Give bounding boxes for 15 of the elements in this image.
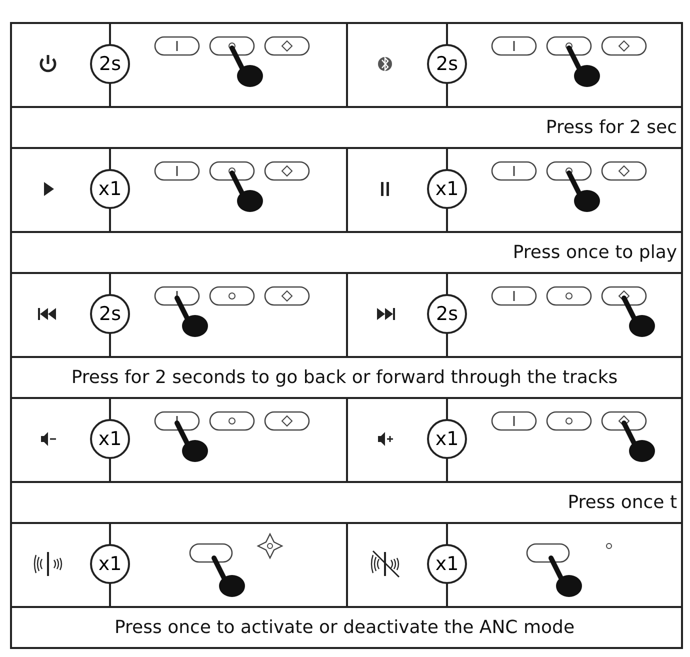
instruction-text: Press once to play — [512, 242, 677, 263]
count-circle: x1 — [427, 419, 467, 459]
count-circle: x1 — [427, 544, 467, 584]
count-circle: 2s — [427, 294, 467, 334]
instruction-text: Press for 2 seconds to go back or forward through the tracks — [71, 367, 618, 388]
count-circle: x1 — [90, 419, 130, 459]
count-circle: 2s — [427, 44, 467, 84]
count-circle: x1 — [427, 169, 467, 209]
instruction-text: Press once t — [568, 492, 677, 513]
instruction-text: Press once to activate or deactivate the ANC mode — [114, 617, 575, 638]
count-circle: x1 — [90, 544, 130, 584]
count-circle: x1 — [90, 169, 130, 209]
count-circle: 2s — [90, 294, 130, 334]
count-circle: 2s — [90, 44, 130, 84]
instruction-text: Press for 2 sec — [546, 117, 677, 138]
